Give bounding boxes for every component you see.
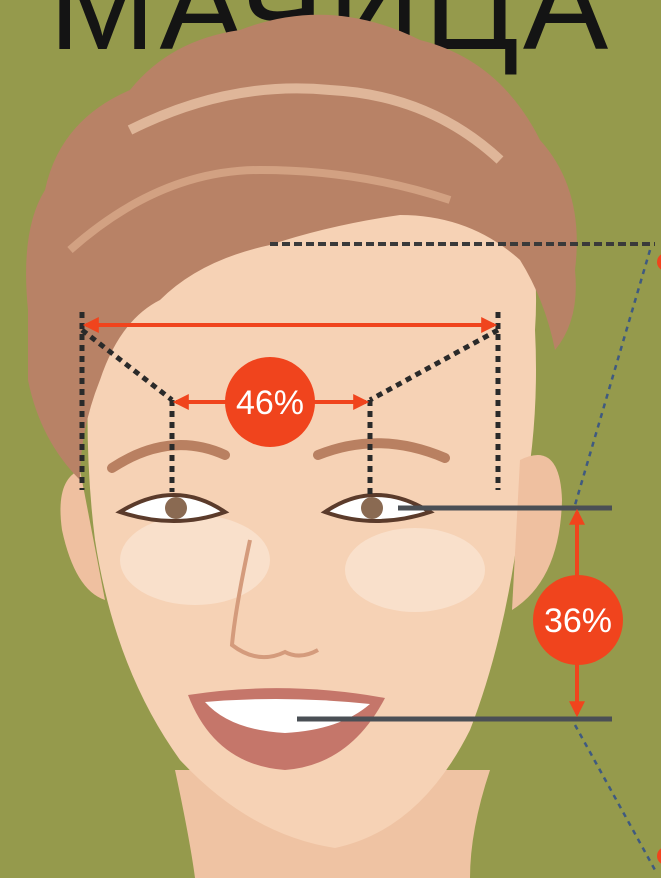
edge-marker-bottom [657, 847, 661, 865]
face-illustration [26, 15, 577, 878]
eye-to-mouth-label: 36% [544, 602, 612, 640]
projection-line-bottom [575, 725, 655, 870]
right-cheek [345, 528, 485, 612]
edge-marker-top [657, 253, 661, 271]
left-iris [165, 497, 187, 519]
eye-to-mouth-badge: 36% [533, 575, 623, 665]
projection-line-top [575, 250, 650, 505]
right-iris [361, 497, 383, 519]
eye-spacing-label: 46% [236, 384, 304, 422]
eye-spacing-badge: 46% [225, 357, 315, 447]
